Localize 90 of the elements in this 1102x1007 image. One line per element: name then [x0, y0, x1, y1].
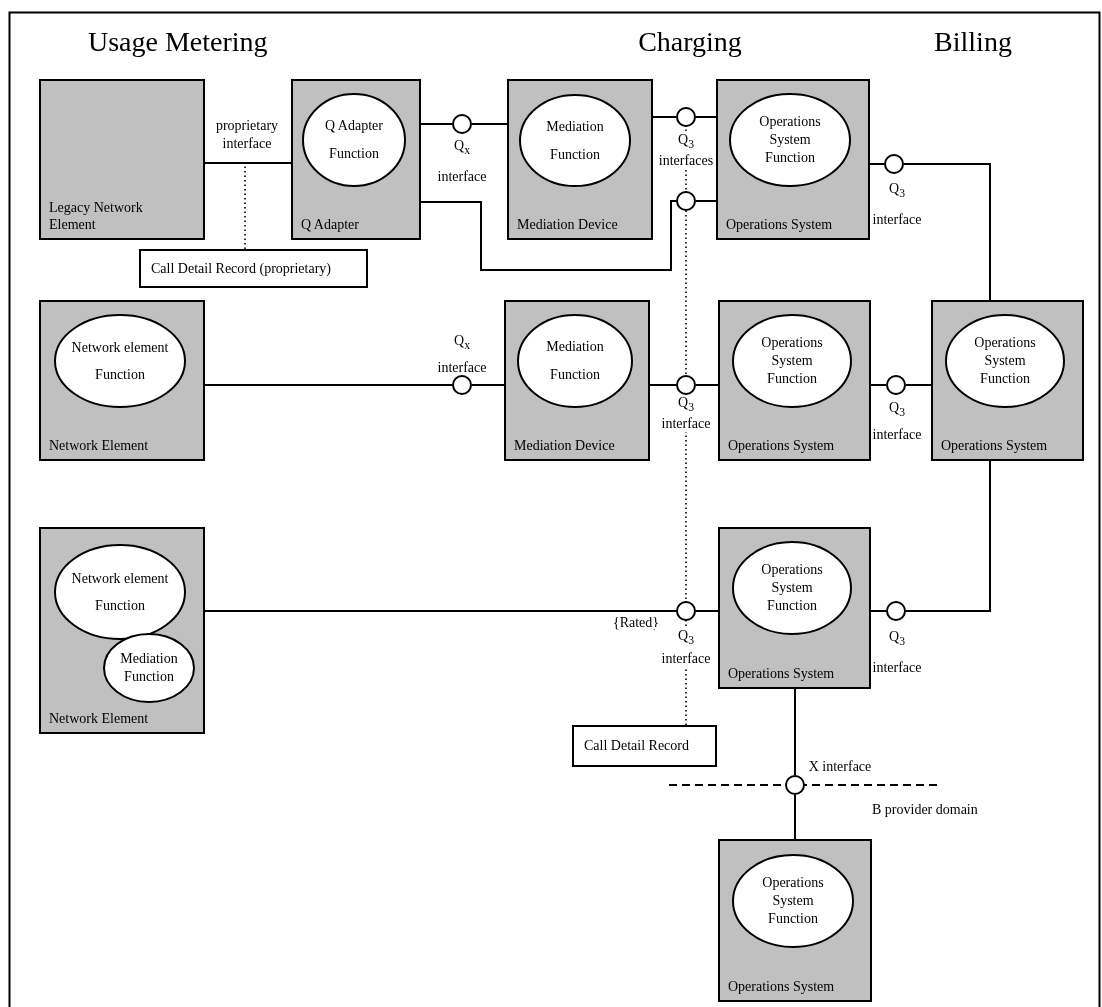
device-box [291, 79, 421, 240]
record-label: Call Detail Record [584, 738, 689, 754]
function-ellipse [519, 94, 631, 187]
interface-label: Q$_{3}$ interface [871, 399, 923, 444]
function-ellipse [732, 854, 854, 948]
device-label: Network Element [49, 710, 149, 727]
connector-line [870, 384, 887, 386]
record-box [139, 249, 368, 288]
connector-line [204, 384, 453, 386]
function-label: Q Adapter Function [324, 117, 384, 163]
device-box [507, 79, 653, 240]
interface-circle [884, 154, 904, 174]
device-label: Legacy Network Element [49, 199, 144, 233]
domain-label: B provider domain [872, 802, 978, 818]
function-label: Mediation Function [119, 650, 179, 686]
function-ellipse [945, 314, 1065, 408]
function-label: Mediation Function [545, 117, 605, 164]
device-box [504, 300, 650, 461]
interface-circle [676, 191, 696, 211]
function-ellipse [729, 93, 851, 187]
connector-line [420, 123, 453, 125]
connector-line [471, 123, 508, 125]
function-label: Operations System Function [760, 334, 824, 388]
function-label: Operations System Function [760, 561, 824, 615]
section-heading: Usage Metering [88, 26, 268, 58]
device-label: Operations System [941, 437, 1048, 454]
connector-line [649, 384, 677, 386]
connector-line [695, 384, 719, 386]
connector-line [794, 794, 796, 840]
device-label: Operations System [728, 665, 835, 682]
connector-line [903, 163, 991, 301]
device-box [931, 300, 1084, 461]
connector-line [695, 200, 717, 202]
function-ellipse [302, 93, 406, 187]
device-box [718, 527, 871, 689]
interface-circle [886, 601, 906, 621]
device-box [718, 300, 871, 461]
record-label: Call Detail Record (proprietary) [151, 260, 331, 277]
interface-label: Q$_{3}$ interface [871, 628, 923, 677]
interface-circle [886, 375, 906, 395]
interface-circle [676, 375, 696, 395]
device-label: Network Element [49, 437, 149, 454]
interface-circle [785, 775, 805, 795]
device-box [39, 527, 205, 734]
edge-label: proprietary interface [214, 117, 280, 153]
device-box [39, 300, 205, 461]
interface-circle [676, 107, 696, 127]
connector-line [652, 116, 677, 118]
function-label: Mediation Function [545, 338, 605, 384]
device-label: Q Adapter [301, 216, 359, 233]
connector-line [695, 116, 717, 118]
section-heading: Billing [934, 26, 1012, 58]
connector-line [420, 200, 677, 271]
record-box [572, 725, 717, 767]
device-box [718, 839, 872, 1002]
connector-line [869, 163, 885, 165]
connector-line [204, 162, 292, 164]
function-ellipse [732, 314, 852, 408]
connector-line [204, 610, 677, 612]
function-label: Network element Function [70, 570, 170, 615]
function-label: Operations System Function [758, 113, 822, 167]
function-ellipse [517, 314, 633, 408]
connector-line [870, 610, 887, 612]
function-ellipse [54, 314, 186, 408]
connector-line [905, 460, 991, 612]
interface-circle [452, 375, 472, 395]
interface-label: Q$_{x}$ interface [436, 332, 488, 377]
connector-line [905, 384, 932, 386]
function-label: Network element Function [70, 339, 170, 384]
function-label: Operations System Function [761, 874, 825, 928]
function-ellipse [54, 544, 186, 640]
interface-label: X interface [807, 758, 873, 776]
connector-line [794, 688, 796, 776]
interface-label: Q$_{x}$ interface [436, 137, 488, 186]
function-ellipse [103, 633, 195, 703]
interface-circle [452, 114, 472, 134]
function-label: Operations System Function [973, 334, 1037, 388]
connector-line [471, 384, 505, 386]
device-box [716, 79, 870, 240]
interface-circle [676, 601, 696, 621]
connector-line [695, 610, 719, 612]
device-label: Operations System [728, 978, 835, 995]
device-label: Mediation Device [514, 437, 615, 454]
function-ellipse [732, 541, 852, 635]
device-label: Mediation Device [517, 216, 618, 233]
section-heading: Charging [638, 26, 742, 58]
device-box [39, 79, 205, 240]
device-label: Operations System [726, 216, 833, 233]
interface-label: Q$_{3}$ interface [871, 180, 923, 229]
device-label: Operations System [728, 437, 835, 454]
